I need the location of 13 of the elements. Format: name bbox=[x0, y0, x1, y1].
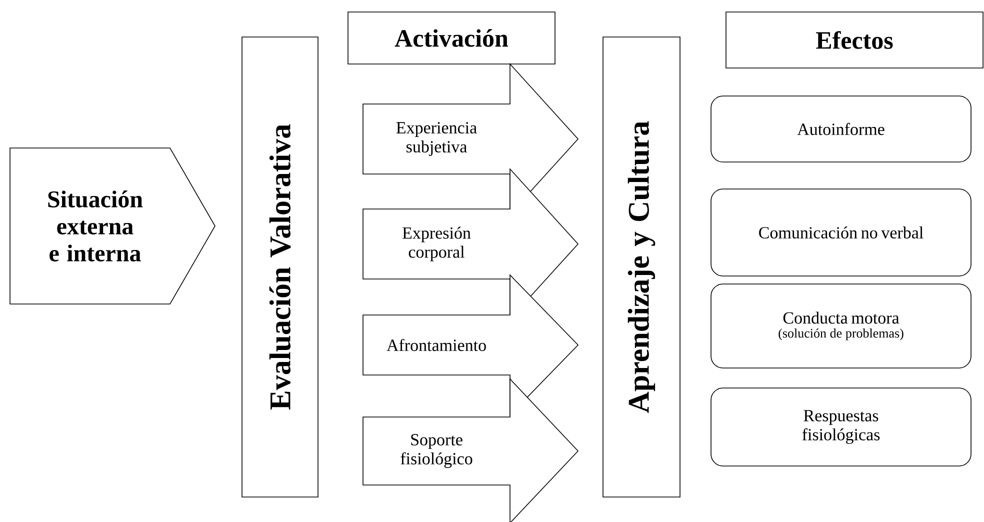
rounded-box: Autoinforme bbox=[710, 96, 972, 162]
pointed-box: Afrontamiento bbox=[362, 274, 579, 416]
vertical-box: Aprendizaje y Cultura bbox=[602, 36, 680, 498]
pointed-box: Soporte fisiológico bbox=[362, 378, 579, 522]
vertical-box: Evaluación Valorativa bbox=[242, 36, 318, 498]
rounded-box: Comunicación no verbal bbox=[710, 188, 972, 276]
pointed-box: Situación externa e interna bbox=[10, 148, 216, 304]
rounded-box: Respuestas fisiológicas bbox=[710, 388, 972, 466]
pointed-box: Expresión corporal bbox=[362, 168, 579, 320]
header-box: Efectos bbox=[726, 12, 984, 68]
rounded-box: Conducta motora (solución de problemas) bbox=[710, 284, 972, 368]
node-label: Soporte fisiológico bbox=[400, 434, 472, 468]
header-box: Activación bbox=[348, 12, 556, 64]
